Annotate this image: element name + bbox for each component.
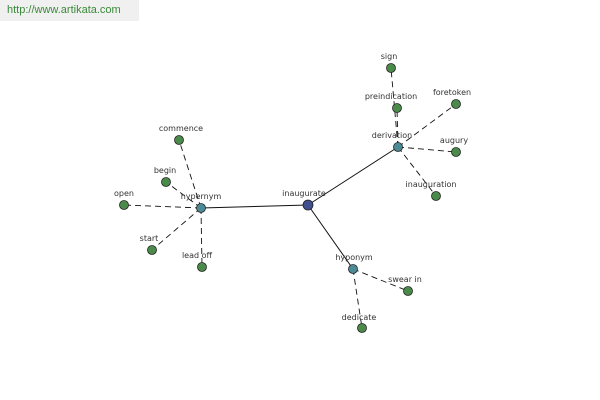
word-node-inauguration-label[interactable]: inauguration [406,180,457,189]
node-inaugurate[interactable] [302,199,314,211]
edge-hypernym-start [151,207,202,251]
graph-labels: inaugurate hypernym derivation hyponym comme… [114,52,471,322]
word-node-swear-in-label[interactable]: swear in [388,275,422,284]
word-node-lead-off[interactable] [197,262,207,272]
word-node-foretoken[interactable] [451,99,461,109]
word-node-start[interactable] [147,245,157,255]
relation-node-derivation[interactable] [393,142,403,152]
word-node-preindication-label[interactable]: preindication [365,92,417,101]
relation-node-hyponym[interactable] [348,264,358,274]
node-inaugurate-label[interactable]: inaugurate [282,189,326,198]
word-node-foretoken-label[interactable]: foretoken [433,88,471,97]
relation-node-hypernym-label[interactable]: hypernym [181,192,222,201]
word-node-begin[interactable] [161,177,171,187]
edge-inaugurate-hypernym [200,204,309,209]
edge-derivation-augury [397,146,457,153]
word-node-dedicate[interactable] [357,323,367,333]
edge-hypernym-begin [165,181,202,209]
word-node-inauguration[interactable] [431,191,441,201]
word-node-lead-off-label[interactable]: lead off [182,251,213,260]
word-node-commence-label[interactable]: commence [159,124,203,133]
word-node-start-label[interactable]: start [140,234,159,243]
word-node-commence[interactable] [174,135,184,145]
relation-node-derivation-label[interactable]: derivation [372,131,412,140]
relation-node-hyponym-label[interactable]: hyponym [335,253,373,262]
edge-derivation-foretoken [397,103,457,148]
edge-derivation-sign [390,67,399,148]
word-node-open-label[interactable]: open [114,189,134,198]
word-node-dedicate-label[interactable]: dedicate [342,313,377,322]
edge-derivation-preindication [396,107,399,148]
edge-derivation-inauguration [397,146,437,197]
word-node-swear-in[interactable] [403,286,413,296]
relation-node-hypernym[interactable] [196,203,206,213]
source-url-banner[interactable]: http://www.artikata.com [0,0,139,21]
edge-hypernym-commence [178,139,202,209]
edge-inaugurate-derivation [307,146,399,206]
word-node-sign-label[interactable]: sign [381,52,398,61]
graph-edges [123,67,457,329]
word-node-augury[interactable] [451,147,461,157]
word-node-open[interactable] [119,200,129,210]
word-node-sign[interactable] [386,63,396,73]
graph-nodes [119,63,461,333]
word-node-augury-label[interactable]: augury [440,136,468,145]
word-node-begin-label[interactable]: begin [154,166,176,175]
edge-inaugurate-hyponym [307,204,354,270]
edge-hypernym-open [123,204,202,209]
word-node-preindication[interactable] [392,103,402,113]
